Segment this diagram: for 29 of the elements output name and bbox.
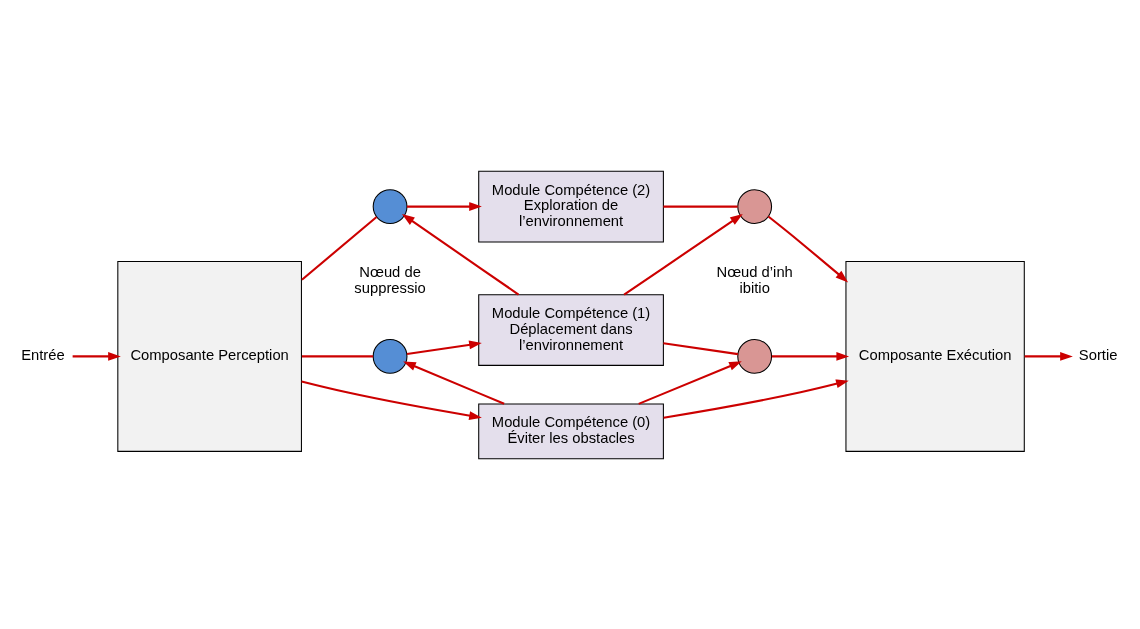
node-label: Nœud de suppressio bbox=[354, 263, 426, 296]
arrow bbox=[403, 360, 505, 405]
arrow bbox=[72, 351, 121, 361]
connector bbox=[301, 215, 378, 281]
arrow bbox=[771, 351, 850, 361]
node-box: Composante Exécution bbox=[845, 260, 1025, 452]
arrow bbox=[1024, 351, 1073, 361]
node-text: Entrée bbox=[21, 346, 65, 363]
arrow bbox=[407, 201, 482, 211]
arrow bbox=[623, 213, 743, 296]
arrow bbox=[301, 380, 482, 420]
arrow bbox=[767, 215, 849, 282]
arrow bbox=[401, 213, 520, 295]
connector bbox=[663, 205, 738, 208]
node-circle bbox=[372, 188, 408, 224]
node-box: Composante Perception bbox=[117, 260, 302, 452]
node-circle bbox=[737, 188, 773, 224]
arrow bbox=[406, 340, 482, 355]
node-circle bbox=[737, 338, 773, 374]
connector bbox=[663, 341, 739, 355]
arrow bbox=[638, 360, 742, 405]
node-label: Nœud d’inhibitio bbox=[716, 263, 793, 296]
connector bbox=[301, 354, 374, 357]
node-box: Module Compétence (2) Exploration de l’environnement bbox=[478, 170, 664, 242]
arrow bbox=[663, 378, 849, 419]
node-box: Module Compétence (0) Éviter les obstacles bbox=[478, 402, 664, 459]
node-text: Sortie bbox=[1078, 346, 1118, 363]
node-circle bbox=[372, 338, 408, 374]
node-box: Module Compétence (1) Déplacement dans l’environnement bbox=[478, 293, 664, 366]
